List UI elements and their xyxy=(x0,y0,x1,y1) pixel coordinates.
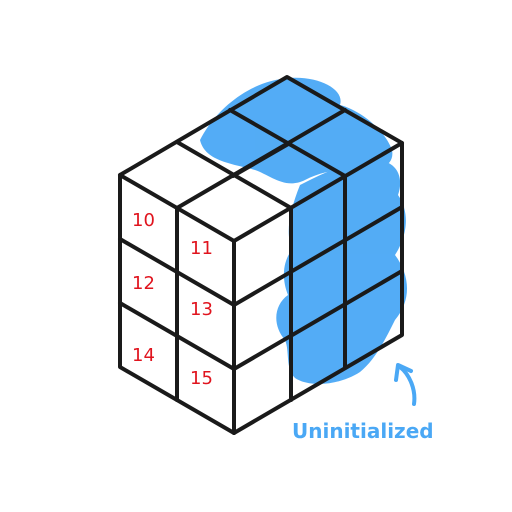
cell-label-13: 13 xyxy=(190,299,213,320)
top-grid-d xyxy=(231,141,292,178)
cell-label-14: 14 xyxy=(132,345,155,366)
uninitialized-highlight xyxy=(200,77,408,384)
cube-outline xyxy=(118,75,404,435)
front-row-line-2 xyxy=(118,301,236,371)
uninitialized-caption: Uninitialized xyxy=(292,419,434,443)
cell-label-10: 10 xyxy=(132,210,155,231)
right-row-line-1 xyxy=(232,205,404,307)
front-row-line-1 xyxy=(118,237,236,307)
cell-labels: 10 11 12 13 14 15 xyxy=(132,210,213,389)
right-row-line-2 xyxy=(232,269,404,371)
highlight-top-region xyxy=(200,77,393,184)
curved-arrow-icon xyxy=(394,363,417,406)
cell-label-11: 11 xyxy=(190,238,213,259)
cell-label-15: 15 xyxy=(190,368,213,389)
highlight-right-region xyxy=(276,159,408,384)
top-right-front-edge xyxy=(232,141,404,243)
curved-arrow-head xyxy=(394,363,413,382)
cell-label-12: 12 xyxy=(132,273,155,294)
cube-silhouette xyxy=(118,75,404,435)
